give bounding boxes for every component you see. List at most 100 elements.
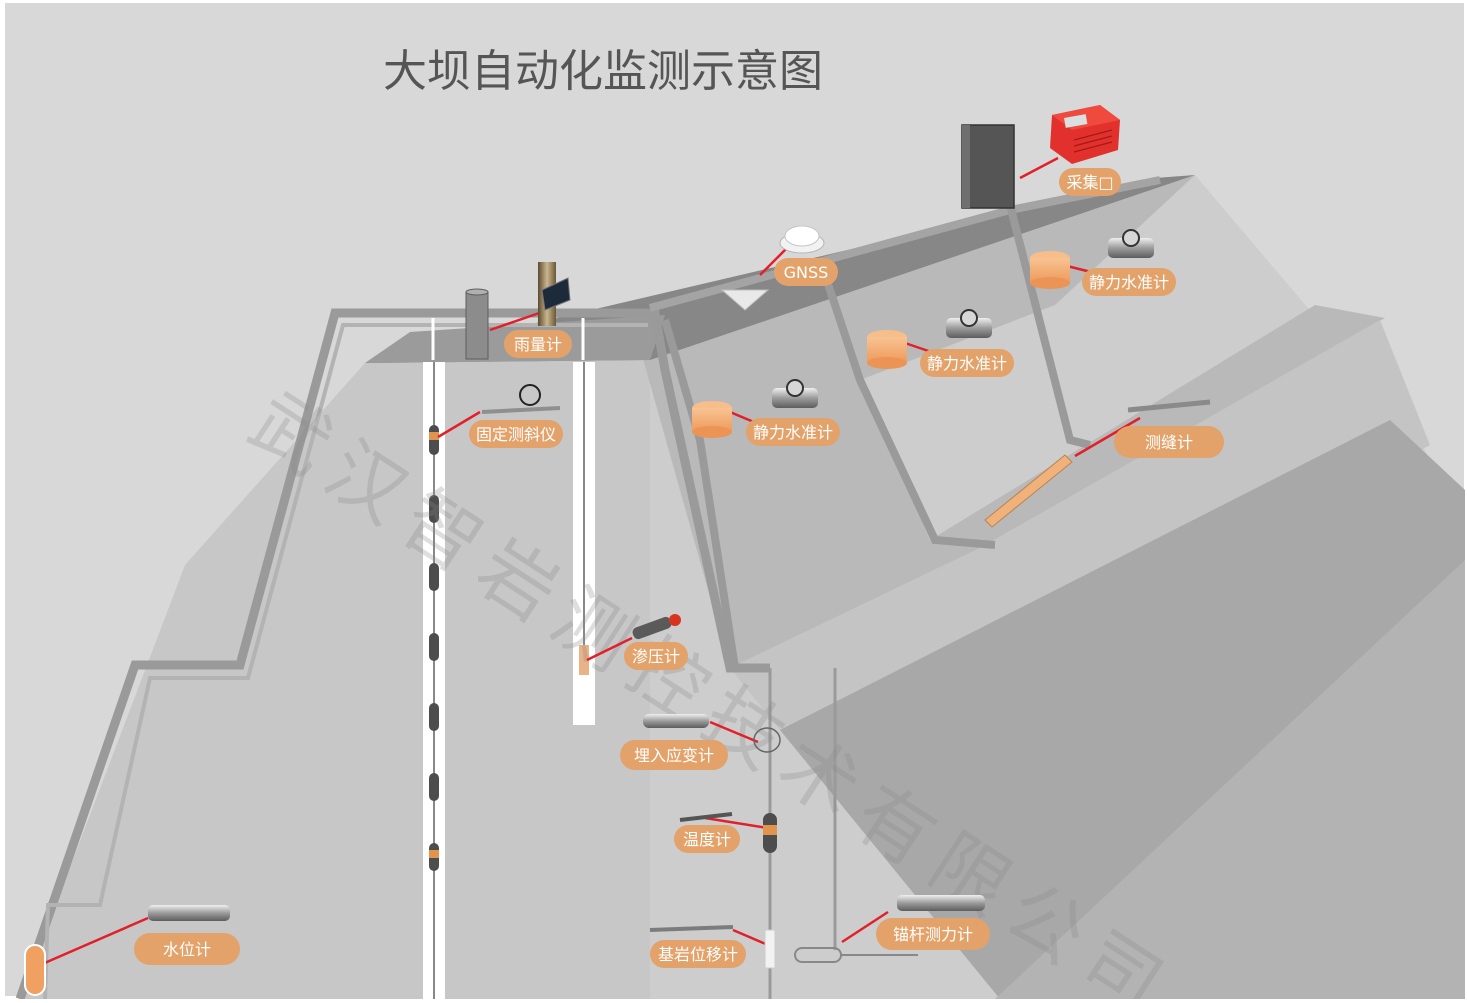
- thermometer-band: [763, 825, 777, 835]
- inclinometer-probe-4: [429, 633, 439, 661]
- thermometer-rod: [679, 812, 733, 822]
- label-thermo-pill: [674, 825, 740, 853]
- label-strain-pill: [620, 740, 728, 770]
- crack-meter-rod: [1127, 399, 1211, 413]
- rain-gauge-top: [465, 288, 489, 296]
- label-strain-text: 埋入应变计: [634, 746, 714, 765]
- sensor-labels: 采集□ GNSS 雨量计 固定测斜仪 静力水准计 静力水准计 静力水准计 测缝: [134, 168, 1224, 968]
- label-water-text: 水位计: [163, 940, 211, 959]
- leader-gnss: [759, 244, 791, 276]
- piezometer-icon: [632, 614, 681, 640]
- strain-gauge-icon: [643, 714, 781, 753]
- thermometer-icon: [679, 812, 777, 853]
- label-hlc-3: 静力水准计: [1082, 268, 1176, 296]
- label-anchor-text: 锚杆测力计: [893, 925, 973, 944]
- leader-thermo: [704, 816, 769, 830]
- leader-strain: [709, 720, 759, 744]
- downstream-toe: [995, 560, 1465, 999]
- label-rain-pill: [504, 330, 572, 358]
- inclinometer-probe-3: [429, 563, 439, 591]
- label-hlc-1-pill: [746, 418, 840, 446]
- downstream-middle-face: [730, 320, 1430, 730]
- label-hlc-2-text: 静力水准计: [927, 354, 1007, 373]
- hlc-1-bottom: [692, 426, 732, 438]
- logger-screen: [1064, 114, 1088, 128]
- label-extenso-pill: [650, 940, 746, 968]
- label-anchor-pill: [876, 918, 990, 950]
- inclinometer-rod: [481, 406, 561, 414]
- data-logger-icon: [1050, 105, 1120, 164]
- cabinet-side: [962, 125, 970, 208]
- hlc-1-cap: [786, 379, 804, 397]
- leader-piezo: [586, 636, 633, 662]
- inclinometer-borehole: [423, 362, 445, 999]
- leader-logger: [1019, 156, 1059, 180]
- leader-water: [39, 916, 149, 967]
- gnss-dome: [784, 225, 820, 247]
- label-strain: 埋入应变计: [620, 740, 728, 770]
- inclinometer-probe-5: [429, 703, 439, 731]
- label-inclinometer-pill: [469, 420, 563, 448]
- crack-meter-body: [984, 454, 1073, 528]
- inclinometer-probe-band: [429, 432, 439, 440]
- label-hlc-2: 静力水准计: [920, 349, 1014, 377]
- leader-inclinometer: [437, 410, 481, 439]
- inclinometer-icon: [481, 384, 561, 414]
- rain-gauge-icon: [465, 262, 571, 360]
- leader-anchor: [841, 910, 889, 944]
- gallery-outline-left: [15, 308, 770, 1001]
- hlc-3-sensor: [1108, 238, 1154, 258]
- piezometer-body: [632, 616, 672, 640]
- rain-gauge-cylinder: [465, 291, 489, 360]
- label-rain: 雨量计: [504, 330, 572, 358]
- label-piezo: 渗压计: [624, 642, 688, 670]
- inclinometer-cable-coil: [519, 384, 541, 406]
- hydrostatic-level-icon: [692, 379, 818, 438]
- label-extenso-text: 基岩位移计: [658, 945, 738, 964]
- label-thermo: 温度计: [674, 825, 740, 853]
- cable-route-2: [1006, 204, 1091, 449]
- crack-meter-icon: [984, 399, 1211, 528]
- label-gnss: GNSS: [774, 258, 838, 286]
- label-gnss-text: GNSS: [784, 263, 829, 282]
- label-gnss-pill: [774, 258, 838, 286]
- cabinet-body: [961, 124, 1015, 209]
- label-crack: 测缝计: [1114, 426, 1224, 458]
- cable-route-3: [661, 318, 739, 669]
- label-logger: 采集□: [1059, 168, 1121, 196]
- gnss-mount: [720, 289, 770, 311]
- label-crack-pill: [1114, 426, 1224, 458]
- label-hlc-3-pill: [1082, 268, 1176, 296]
- page-title: 大坝自动化监测示意图: [383, 46, 823, 97]
- dam-body: [15, 175, 1465, 1001]
- water-level-body: [148, 905, 230, 921]
- cabinet-icon: [961, 124, 1015, 209]
- piezometer-borehole: [573, 362, 595, 725]
- piezometer-cap: [669, 614, 681, 626]
- strain-gauge-ring: [753, 727, 781, 753]
- label-logger-pill: [1059, 168, 1121, 196]
- gallery-outline-inner: [43, 323, 648, 1000]
- water-level-probe: [24, 944, 46, 996]
- extensometer-rod: [649, 925, 734, 932]
- label-piezo-pill: [624, 642, 688, 670]
- label-inclinometer: 固定测斜仪: [469, 420, 563, 448]
- label-hlc-3-text: 静力水准计: [1089, 273, 1169, 292]
- strain-gauge-body: [643, 714, 709, 728]
- label-rain-text: 雨量计: [514, 335, 562, 354]
- label-logger-text: 采集□: [1066, 173, 1113, 192]
- hlc-2-bottom: [867, 357, 907, 369]
- hlc-1-sensor: [772, 388, 818, 408]
- label-piezo-text: 渗压计: [632, 647, 680, 666]
- solar-panel: [541, 277, 571, 311]
- label-extenso: 基岩位移计: [650, 940, 746, 968]
- piezometer-tip: [579, 645, 589, 675]
- anchor-load-cell-body: [897, 895, 985, 911]
- hlc-2-cap: [960, 309, 978, 327]
- label-thermo-text: 温度计: [683, 830, 731, 849]
- inclinometer-probe-6: [429, 773, 439, 801]
- hydrostatic-level-icon: [1030, 229, 1154, 289]
- label-crack-text: 测缝计: [1145, 433, 1193, 452]
